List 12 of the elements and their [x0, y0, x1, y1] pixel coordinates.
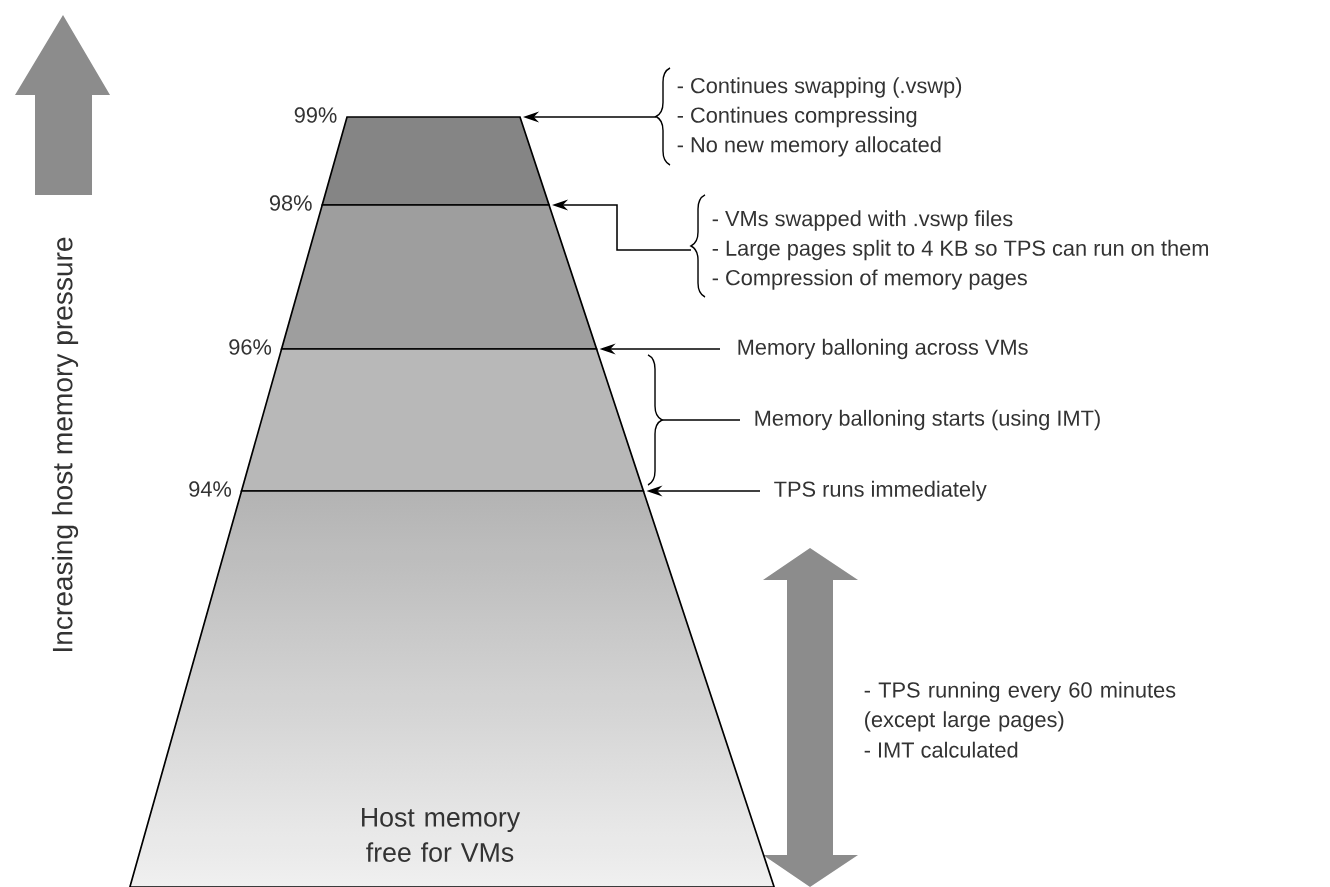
note-text: - Continues swapping (.vswp) - Continues compressing - No new memory allocated	[677, 77, 962, 157]
note-text: TPS runs immediately	[774, 480, 987, 502]
note-text: - VMs swapped with .vswp files - Large pages split to 4 KB so TPS can run on them - Compression of memory pages	[712, 210, 1208, 290]
percent-label: 96%	[229, 339, 272, 355]
percent-label: 99%	[294, 107, 337, 123]
percent-label: 98%	[269, 195, 312, 211]
leader-line	[661, 419, 741, 421]
note-text: - IMT calculated	[864, 741, 1018, 758]
axis-label: Increasing host memory pressure	[51, 237, 79, 651]
note-text: - TPS running every 60 minutes (except large pages)	[864, 681, 1176, 732]
note-text: Memory balloning across VMs	[738, 338, 1028, 360]
note-text: Memory balloning starts (using IMT)	[755, 409, 1100, 431]
